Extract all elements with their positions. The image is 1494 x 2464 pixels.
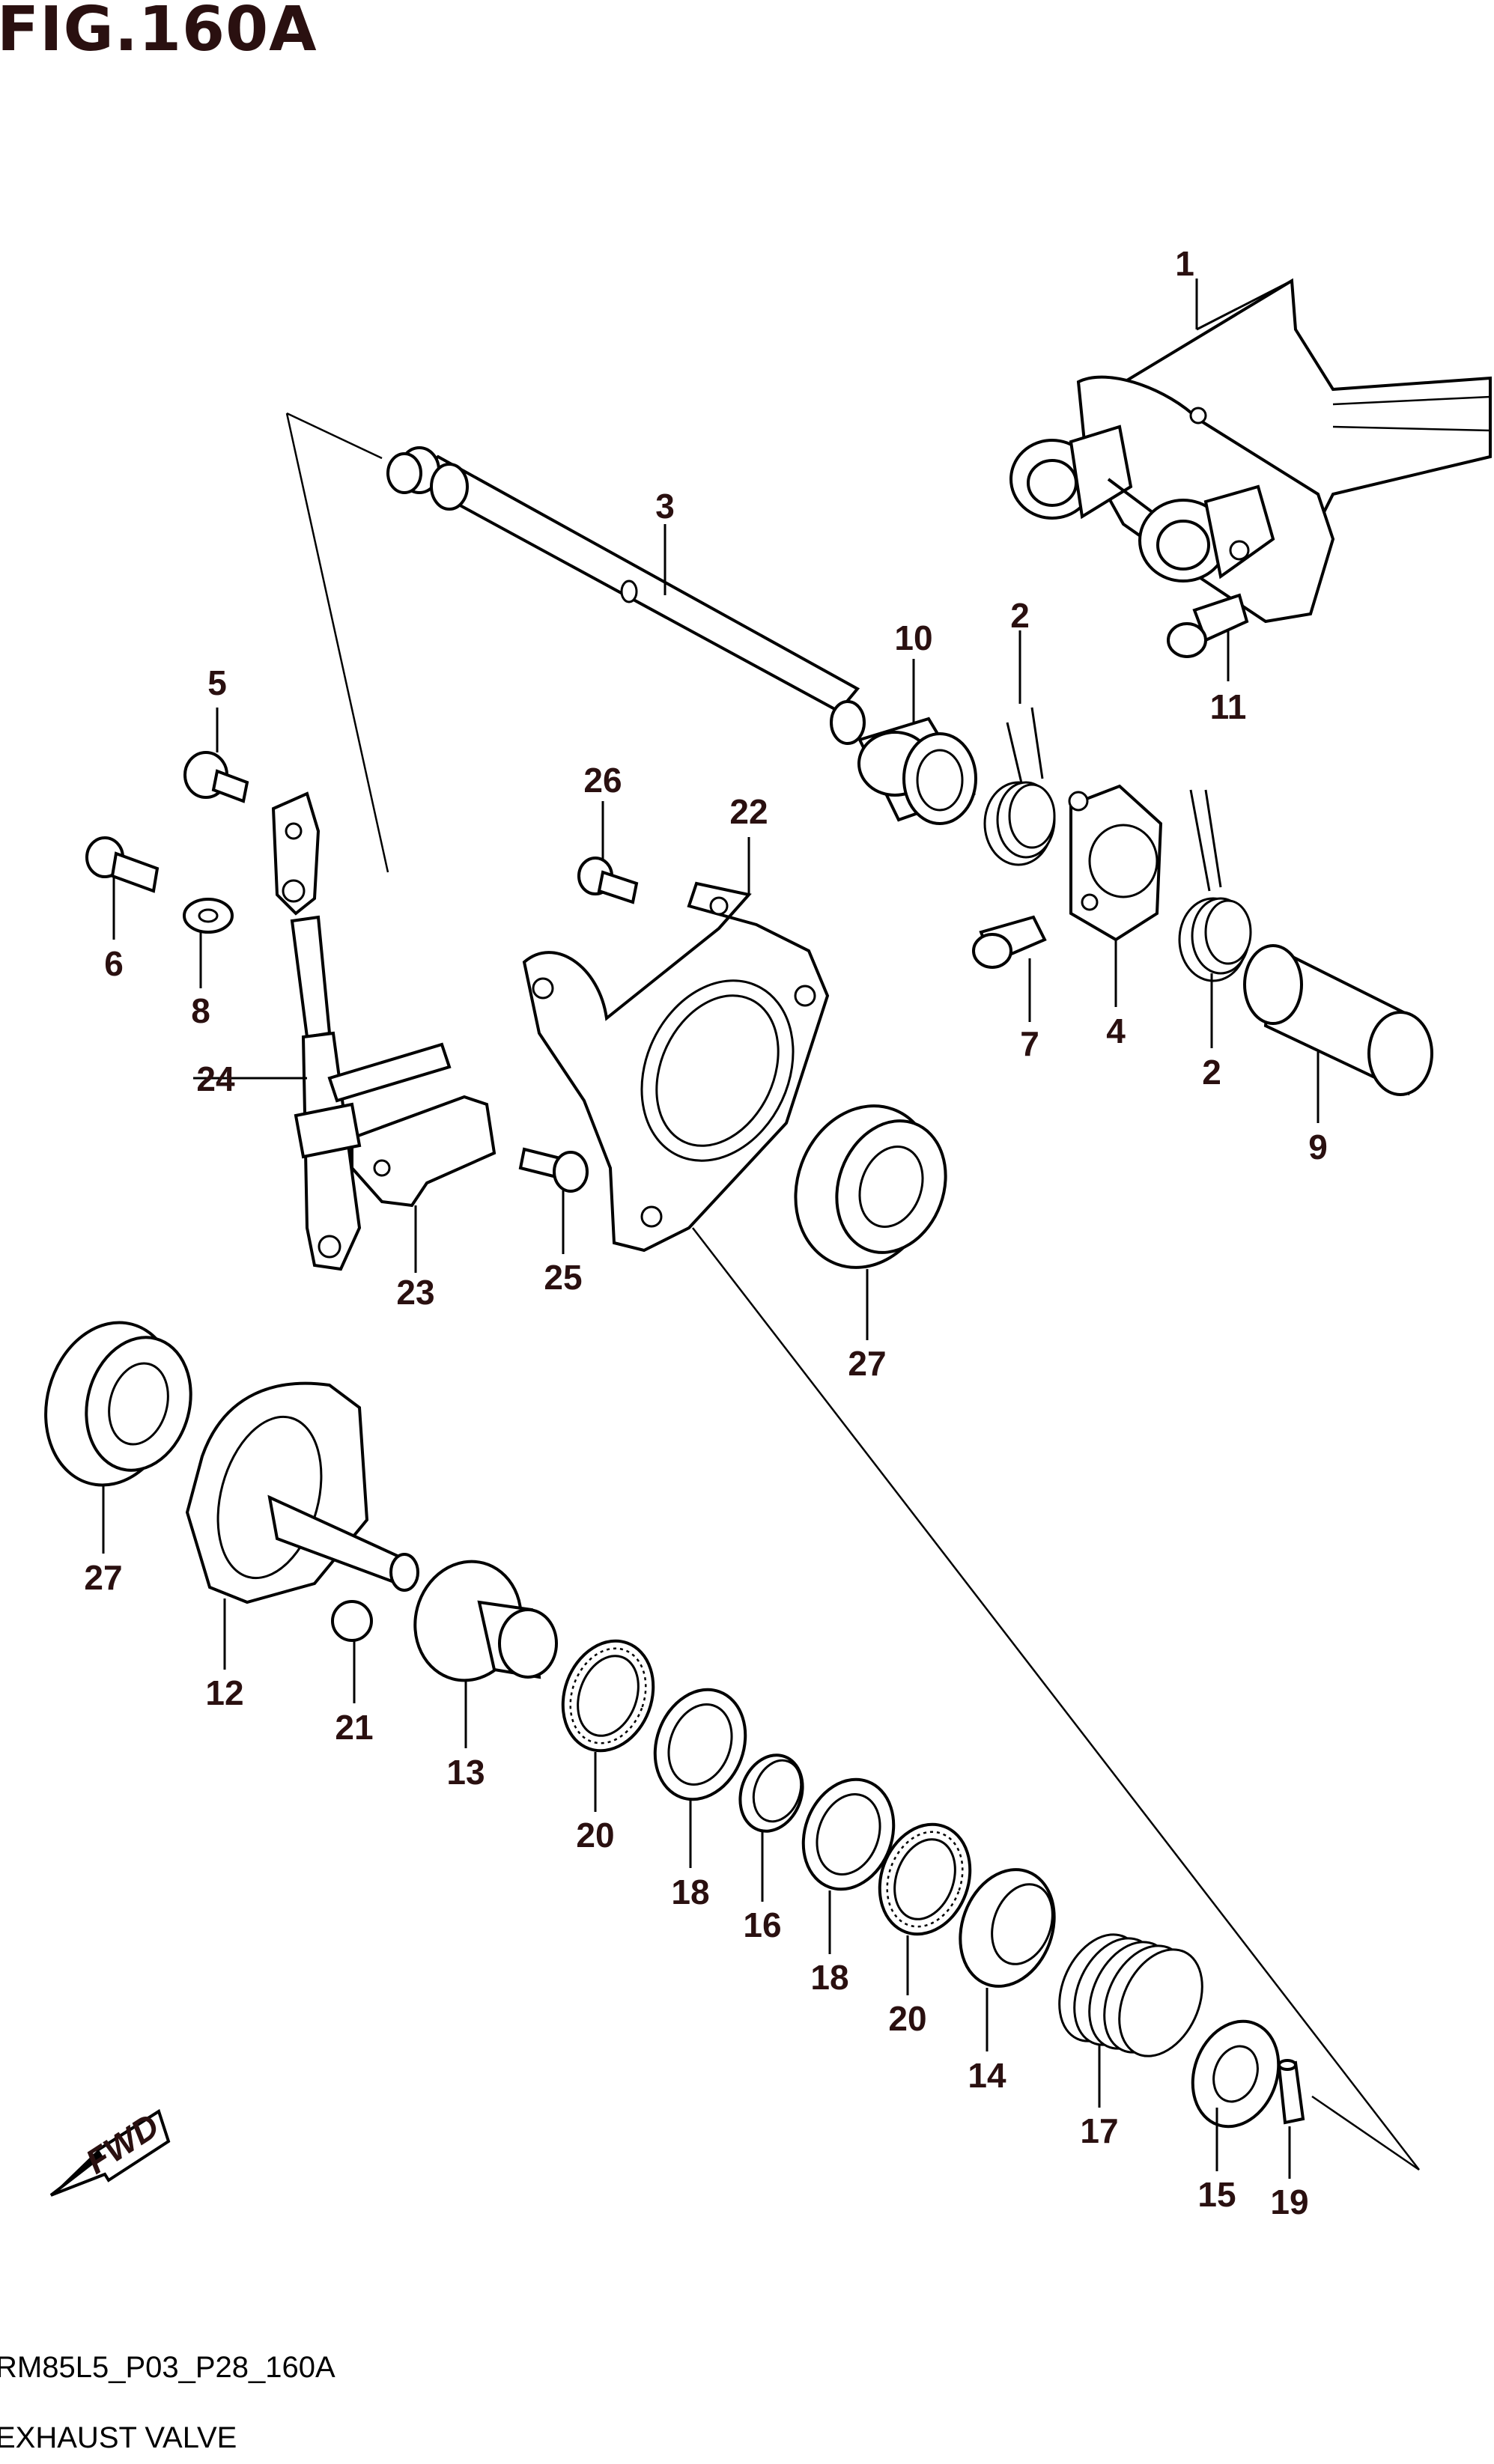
part-20-thrust-bearing-lower <box>878 1822 972 1995</box>
part-24-link-rod <box>193 791 362 1271</box>
callout-5: 5 <box>207 663 227 702</box>
callout-24: 24 <box>196 1059 235 1098</box>
callout-10: 10 <box>894 618 932 657</box>
callout-17: 17 <box>1080 2111 1118 2150</box>
part-18-washer-lower <box>801 1777 896 1954</box>
callout-3: 3 <box>655 487 675 526</box>
part-2-spring-lower <box>1178 789 1252 1048</box>
diagram-name: EXHAUST VALVE <box>0 2421 237 2454</box>
part-13-collar-plate <box>413 1560 558 1748</box>
part-27-bearing-left <box>44 1321 192 1554</box>
part-2-spring-upper <box>983 630 1056 866</box>
part-22-housing <box>522 837 830 1253</box>
callout-14: 14 <box>968 2056 1006 2095</box>
reference-lines <box>285 412 1420 2171</box>
callout-1: 1 <box>1175 244 1194 283</box>
part-10-bush <box>857 659 977 825</box>
part-11-bolt <box>1167 593 1249 681</box>
part-4-valve-lever <box>1068 784 1163 1007</box>
part-7-bolt <box>972 915 1047 1022</box>
callout-12: 12 <box>205 1673 243 1712</box>
part-8-washer <box>183 898 234 988</box>
callout-16: 16 <box>743 1905 781 1944</box>
callout-8: 8 <box>191 991 210 1030</box>
part-27-bearing-right <box>794 1104 947 1340</box>
part-26-screw <box>577 801 639 904</box>
callout-21: 21 <box>335 1708 373 1747</box>
part-3-valve-shaft <box>386 446 866 745</box>
part-21-ball <box>331 1600 373 1703</box>
callout-25: 25 <box>544 1258 582 1297</box>
callout-6: 6 <box>104 944 124 983</box>
callout-18-upper: 18 <box>671 1873 709 1911</box>
callout-11: 11 <box>1210 687 1247 726</box>
callout-20-upper: 20 <box>576 1816 614 1855</box>
part-14-spring-seat <box>959 1868 1056 2051</box>
part-23-lever-bracket <box>294 1042 497 1273</box>
part-19-pin <box>1277 2059 1305 2179</box>
callout-19: 19 <box>1270 2182 1308 2221</box>
part-25-screw <box>518 1147 589 1254</box>
part-16-collar <box>738 1753 804 1902</box>
part-1-valve-body <box>1009 278 1492 624</box>
callout-2-upper: 2 <box>1010 596 1030 635</box>
callout-15: 15 <box>1197 2175 1236 2214</box>
part-12-gear-shaft <box>185 1381 419 1670</box>
callout-4: 4 <box>1106 1012 1126 1050</box>
fwd-direction-badge: FWD <box>49 2106 171 2197</box>
callout-22: 22 <box>729 792 768 831</box>
callout-27-left: 27 <box>84 1558 122 1597</box>
callout-26: 26 <box>583 761 622 800</box>
part-6-bolt <box>85 836 160 940</box>
callout-9: 9 <box>1308 1128 1328 1166</box>
part-5-bolt <box>183 708 249 803</box>
part-17-spring <box>1058 1933 1203 2108</box>
callout-13: 13 <box>446 1753 485 1792</box>
callout-labels: 1 3 10 2 11 5 26 22 6 8 7 4 2 24 9 25 23… <box>84 244 1327 2221</box>
part-18-washer-upper <box>653 1688 747 1868</box>
part-20-thrust-bearing-upper <box>561 1639 655 1812</box>
part-15-plate <box>1191 2019 1281 2171</box>
callout-2-lower: 2 <box>1202 1053 1221 1092</box>
callout-7: 7 <box>1020 1024 1039 1063</box>
callout-20-lower: 20 <box>888 1999 926 2038</box>
part-9-collar <box>1243 944 1433 1123</box>
figure-title: FIG.160A <box>0 0 318 65</box>
diagram-code: RM85L5_P03_P28_160A <box>0 2351 335 2384</box>
callout-18-lower: 18 <box>810 1958 848 1997</box>
callout-23: 23 <box>396 1273 434 1312</box>
callout-27-right: 27 <box>848 1344 886 1383</box>
